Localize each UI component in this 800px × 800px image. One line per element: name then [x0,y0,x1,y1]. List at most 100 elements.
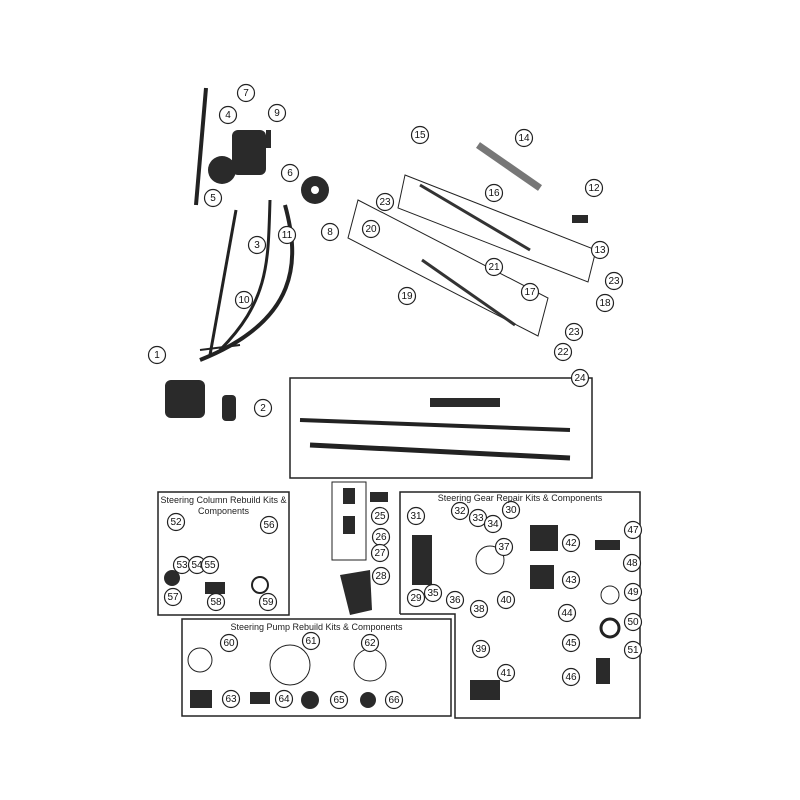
callout-51: 51 [623,640,643,660]
callout-circle [218,105,238,125]
callout-circle [604,271,624,291]
callout-number: 61 [305,636,317,647]
gear-kit-title: Steering Gear Repair Kits & Components [437,493,603,503]
callout-43: 43 [561,570,581,590]
kit-24-box [289,377,593,479]
callout-circle [258,592,278,612]
callout-5: 5 [203,188,223,208]
callout-circle [595,293,615,313]
callout-circle [253,398,273,418]
callout-circle [561,633,581,653]
callout-23: 23 [604,271,624,291]
callout-number: 8 [327,227,333,238]
callout-39: 39 [471,639,491,659]
callout-circle [423,583,443,603]
callout-number: 33 [472,513,484,524]
callout-19: 19 [397,286,417,306]
callout-circle [590,240,610,260]
callout-circle [514,128,534,148]
callout-number: 56 [263,520,275,531]
callout-circle [397,286,417,306]
callout-49: 49 [623,582,643,602]
column-kit-title: Steering Column Rebuild Kits & Component… [160,495,287,516]
callout-4: 4 [218,105,238,125]
callout-number: 21 [488,262,500,273]
callout-23: 23 [564,322,584,342]
callout-24: 24 [570,368,590,388]
callout-number: 38 [473,604,485,615]
callout-number: 49 [627,587,639,598]
callout-circle [247,235,267,255]
callout-number: 12 [588,183,600,194]
callout-29: 29 [406,588,426,608]
callout-circle [471,639,491,659]
callout-number: 34 [487,519,499,530]
callout-circle [166,512,186,532]
callout-32: 32 [450,501,470,521]
callout-number: 36 [449,595,461,606]
callout-number: 27 [374,548,386,559]
callout-circle [406,506,426,526]
callout-41: 41 [496,663,516,683]
callout-circle [494,537,514,557]
callout-16: 16 [484,183,504,203]
callout-28: 28 [371,566,391,586]
callout-number: 57 [167,592,179,603]
callout-42: 42 [561,533,581,553]
callout-37: 37 [494,537,514,557]
callout-number: 22 [557,347,569,358]
callout-27: 27 [370,543,390,563]
callout-number: 28 [375,571,387,582]
callout-number: 2 [260,403,266,414]
callout-62: 62 [360,633,380,653]
callout-circle [557,603,577,623]
callout-number: 23 [379,197,391,208]
ball-joint-box [331,481,367,561]
callout-number: 58 [210,597,222,608]
callout-30: 30 [501,500,521,520]
callout-number: 24 [574,373,586,384]
callout-number: 47 [627,525,639,536]
callout-12: 12 [584,178,604,198]
callout-47: 47 [623,520,643,540]
callout-number: 13 [594,245,606,256]
callout-number: 59 [262,597,274,608]
gear-kit-box [399,491,641,719]
callout-number: 7 [243,88,249,99]
steering-parts [164,87,621,709]
callout-number: 10 [238,295,250,306]
callout-circle [496,663,516,683]
callout-circle [623,582,643,602]
callout-13: 13 [590,240,610,260]
callout-number: 23 [568,327,580,338]
callout-number: 63 [225,694,237,705]
callout-38: 38 [469,599,489,619]
callout-number: 4 [225,110,231,121]
callout-circle [623,612,643,632]
callout-circle [259,515,279,535]
callout-63: 63 [221,689,241,709]
callout-3: 3 [247,235,267,255]
callout-number: 3 [254,240,260,251]
callout-circle [221,689,241,709]
callout-number: 31 [410,511,422,522]
callout-circle [329,690,349,710]
callout-number: 60 [223,638,235,649]
callout-number: 35 [427,588,439,599]
callout-15: 15 [410,125,430,145]
callout-number: 43 [565,575,577,586]
callout-circle [561,667,581,687]
callout-7: 7 [236,83,256,103]
callout-36: 36 [445,590,465,610]
callout-circle [234,290,254,310]
callout-10: 10 [234,290,254,310]
callout-circle [361,219,381,239]
callout-60: 60 [219,633,239,653]
callout-54: 54 [187,555,207,575]
callout-circle [384,690,404,710]
callout-circle [561,570,581,590]
callout-21: 21 [484,257,504,277]
callout-circle [410,125,430,145]
callout-circle [301,631,321,651]
callout-circle [370,543,390,563]
